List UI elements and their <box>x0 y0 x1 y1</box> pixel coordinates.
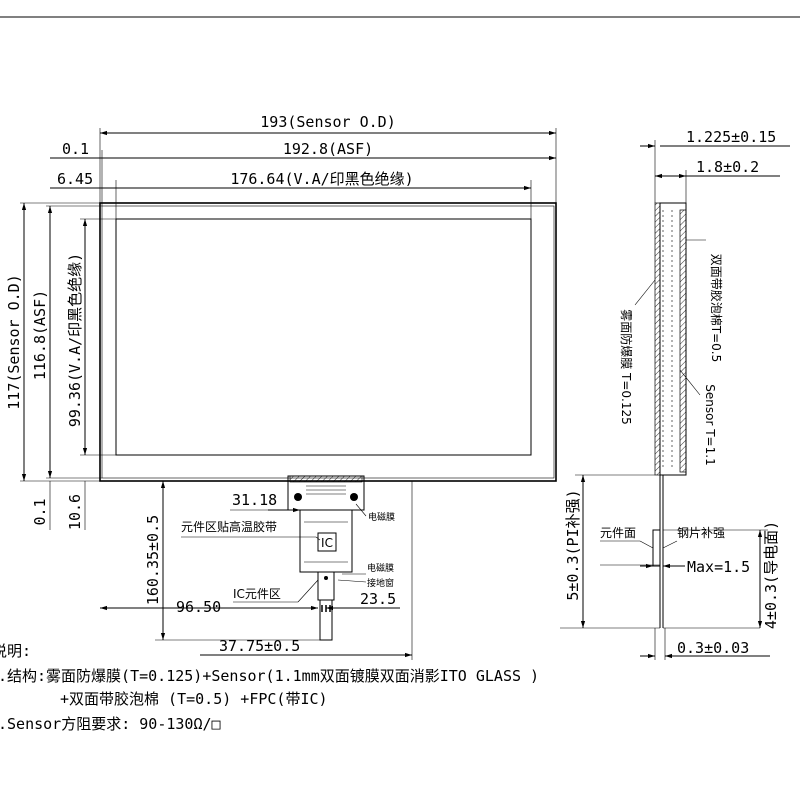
label-emi-film: 电磁膜 <box>368 511 395 523</box>
dim-conductive-side: 4±0.3(导电面) <box>762 521 780 629</box>
notes-line-2: +双面带胶泡棉 (T=0.5) +FPC(带IC) <box>60 690 328 708</box>
dim-asf-left-offset: 0.1 <box>62 140 89 158</box>
label-foam-tape: 双面带胶泡棉T=0.5 <box>709 254 724 362</box>
dim-1-8: 1.8±0.2 <box>696 158 759 176</box>
notes-block: 说明: .结构:雾面防爆膜(T=0.125)+Sensor(1.1mm双面镀膜双… <box>0 642 539 733</box>
dim-asf-height: 116.8(ASF) <box>31 290 49 380</box>
dim-1-225: 1.225±0.15 <box>686 128 776 146</box>
dim-asf-width: 192.8(ASF) <box>283 140 373 158</box>
label-emi-film-2: 电磁膜 <box>367 562 394 574</box>
side-view: 1.225±0.15 1.8±0.2 双面带胶泡棉T=0.5 雾面防爆膜 T=0… <box>560 128 790 660</box>
dim-0-3: 0.3±0.03 <box>677 639 749 657</box>
label-ic-area: IC元件区 <box>233 587 281 601</box>
ic-chip-label: IC <box>321 536 333 550</box>
dim-max-1-5: Max=1.5 <box>687 558 750 576</box>
dim-fpc-length: 160.35±0.5 <box>144 515 162 605</box>
label-sensor-thickness: Sensor T=1.1 <box>703 384 717 465</box>
label-component-side: 元件面 <box>600 526 636 540</box>
dim-sensor-od-width: 193(Sensor O.D) <box>260 113 395 131</box>
dim-23-5: 23.5 <box>360 590 396 608</box>
front-view: 193(Sensor O.D) 0.1 192.8(ASF) 6.45 176.… <box>5 113 557 660</box>
fpc-assembly: IC <box>287 475 365 641</box>
label-ground-window: 接地窗 <box>367 577 394 589</box>
dim-37-75: 37.75±0.5 <box>219 637 300 655</box>
dim-bottom-01: 0.1 <box>31 498 49 525</box>
label-hitemp-tape: 元件区贴高温胶带 <box>181 519 277 534</box>
dim-va-width: 176.64(V.A/印黑色绝缘) <box>230 170 413 188</box>
asf-outline <box>101 205 555 479</box>
notes-line-3: .Sensor方阻要求: 90-130Ω/□ <box>0 715 221 733</box>
dim-va-height: 99.36(V.A/印黑色绝缘) <box>66 253 84 427</box>
label-anti-explosion-film: 雾面防爆膜 T=0.125 <box>619 309 634 425</box>
dim-va-left-offset: 6.45 <box>57 170 93 188</box>
sensor-outline <box>99 202 557 482</box>
dim-sensor-od-height: 117(Sensor O.D) <box>5 274 23 409</box>
notes-line-1: .结构:雾面防爆膜(T=0.125)+Sensor(1.1mm双面镀膜双面消影I… <box>0 667 539 685</box>
label-steel-stiffener: 钢片补强 <box>677 526 725 540</box>
dim-pi-stiffener: 5±0.3(PI补强) <box>564 489 582 600</box>
dim-96-50: 96.50 <box>176 598 221 616</box>
dim-31-18: 31.18 <box>232 491 277 509</box>
notes-heading: 说明: <box>0 642 31 660</box>
view-area-rect <box>115 218 532 456</box>
dim-bottom-106: 10.6 <box>66 494 84 530</box>
